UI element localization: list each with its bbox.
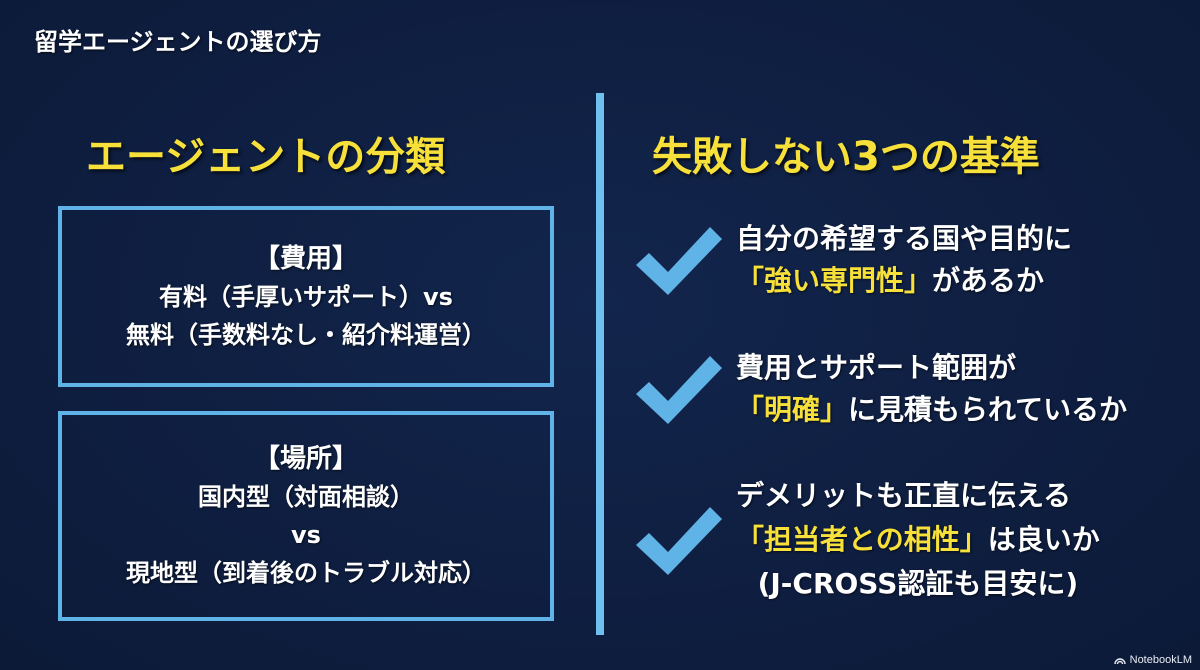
criterion-line-rest: があるか: [932, 264, 1045, 297]
vertical-divider: [596, 93, 604, 635]
place-box: 【場所】 国内型（対面相談） vs 現地型（到着後のトラブル対応）: [58, 411, 554, 621]
criterion-highlight: 「明確」: [736, 393, 849, 426]
checkmark-icon: [636, 227, 722, 295]
criterion-line: 「担当者との相性」は良いか: [736, 518, 1100, 562]
criterion-line-rest: に見積もられているか: [848, 393, 1128, 426]
page-title: 留学エージェントの選び方: [34, 28, 322, 56]
criterion-highlight: 「担当者との相性」: [736, 523, 988, 556]
place-box-line: 現地型（到着後のトラブル対応）: [126, 559, 486, 587]
place-box-line: vs: [291, 521, 321, 549]
classification-heading: エージェントの分類: [86, 134, 446, 180]
criteria-heading: 失敗しない3つの基準: [652, 134, 1040, 180]
criterion-highlight: 「強い専門性」: [736, 264, 933, 297]
brand-label: NotebookLM: [1129, 654, 1192, 666]
criterion-line: 「強い専門性」があるか: [736, 260, 1072, 302]
brand-watermark: NotebookLM: [1113, 654, 1192, 666]
cost-box-line: 有料（手厚いサポート）vs: [159, 282, 453, 311]
place-box-line: 国内型（対面相談）: [198, 483, 414, 511]
place-box-title: 【場所】: [253, 444, 358, 474]
cost-box-title: 【費用】: [253, 243, 358, 274]
criterion-line: デメリットも正直に伝える: [736, 479, 1072, 512]
criterion-text: 自分の希望する国や目的に 「強い専門性」があるか: [736, 218, 1072, 302]
criterion-item: 費用とサポート範囲が 「明確」に見積もられているか: [636, 347, 1127, 431]
notebooklm-logo-icon: [1113, 658, 1126, 665]
criterion-line: 自分の希望する国や目的に: [736, 222, 1073, 255]
cost-box: 【費用】 有料（手厚いサポート）vs 無料（手数料なし・紹介料運営）: [58, 206, 554, 387]
criterion-text: デメリットも正直に伝える 「担当者との相性」は良いか (J-CROSS認証も目安…: [736, 474, 1100, 606]
criterion-item: 自分の希望する国や目的に 「強い専門性」があるか: [636, 218, 1072, 302]
criterion-line-rest: は良いか: [987, 523, 1100, 556]
criterion-line: 「明確」に見積もられているか: [736, 389, 1127, 431]
checkmark-icon: [636, 356, 722, 424]
criterion-text: 費用とサポート範囲が 「明確」に見積もられているか: [736, 347, 1127, 431]
criterion-note: (J-CROSS認証も目安に): [757, 567, 1079, 600]
cost-box-line: 無料（手数料なし・紹介料運営）: [126, 320, 486, 349]
criterion-line: 費用とサポート範囲が: [736, 351, 1017, 384]
checkmark-icon: [636, 507, 722, 575]
criterion-item: デメリットも正直に伝える 「担当者との相性」は良いか (J-CROSS認証も目安…: [636, 474, 1100, 606]
